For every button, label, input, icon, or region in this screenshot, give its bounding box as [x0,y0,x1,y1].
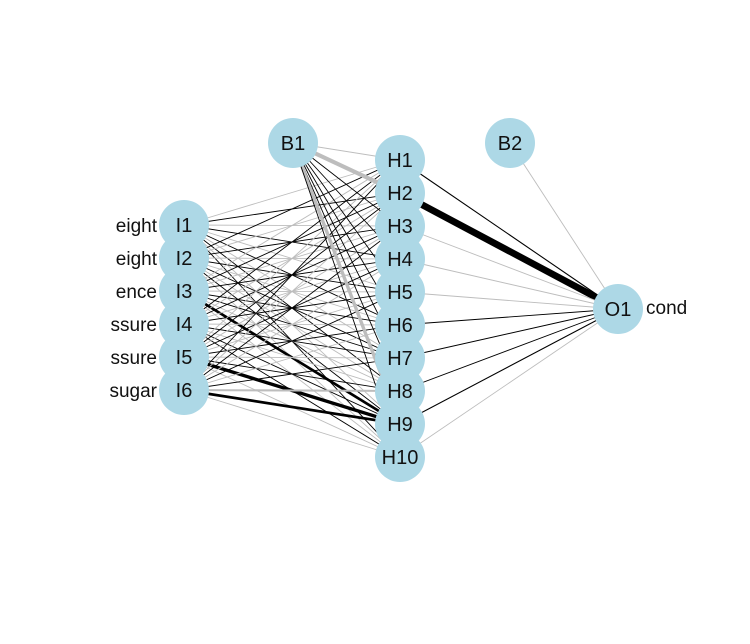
input-variable-label: ssure [111,348,157,369]
edge-I6-H7 [183,357,401,391]
node-b1-label: B1 [281,133,305,155]
node-b2: B2 [485,118,535,168]
node-o1-label: O1 [605,299,632,321]
node-i4-label: I4 [176,314,193,336]
node-h5-label: H5 [387,282,413,304]
edge-I3-H1 [183,159,401,292]
label-clip-mask [0,190,104,420]
edge-H8-O1 [399,308,619,392]
node-h2-label: H2 [387,183,413,205]
edge-H2-O1 [396,189,622,313]
node-h7-label: H7 [387,348,413,370]
input-variable-label: ence [116,282,157,303]
edge-I6-H8 [182,388,402,393]
edge-I6-H4 [183,258,401,391]
node-h3-label: H3 [387,216,413,238]
edge-I6-H1 [183,159,401,391]
node-i6: I6 [159,365,209,415]
node-h6-label: H6 [387,315,413,337]
node-h10: H10 [375,432,425,482]
node-h8-label: H8 [387,381,413,403]
node-i6-circle [159,365,209,415]
node-h10-circle [375,432,425,482]
node-i2-label: I2 [176,248,193,270]
edge-I6-H3 [183,225,401,391]
edge-H4-O1 [399,258,619,310]
edge-I6-H9 [182,388,402,426]
node-i3-label: I3 [176,281,193,303]
edge-B2-O1 [509,142,619,310]
node-i6-label: I6 [176,380,193,402]
node-b1: B1 [268,118,318,168]
edge-I2-H1 [183,159,401,259]
edge-H5-O1 [399,291,619,310]
node-h9-label: H9 [387,414,413,436]
edge-H3-O1 [399,225,619,310]
node-h10-label: H10 [382,447,419,469]
input-variable-label: ssure [111,315,157,336]
node-i5-label: I5 [176,347,193,369]
edge-I5-H1 [183,159,401,358]
node-h1-label: H1 [387,150,413,172]
edge-I4-H1 [183,159,401,325]
weight-connections [182,140,622,458]
node-o1-circle [593,284,643,334]
edge-H9-O1 [399,308,619,425]
edge-H7-O1 [399,308,619,359]
input-variable-label: sugar [109,381,157,402]
input-variable-label: eight [116,249,158,270]
edge-I6-H10 [183,389,401,458]
edge-I6-H6 [183,324,401,391]
node-o1: O1 [593,284,643,334]
node-b1-circle [268,118,318,168]
node-i1-label: I1 [176,215,193,237]
edge-H10-O1 [399,308,619,458]
output-variable-label: cond [646,298,687,319]
edge-I6-H2 [183,192,401,391]
node-b2-circle [485,118,535,168]
node-h4-label: H4 [387,249,413,271]
edge-H1-O1 [399,159,619,310]
variable-labels: sugar ssure ssure ence eight eight cond [0,190,687,420]
input-variable-label: eight [116,216,158,237]
edge-I1-H1 [183,159,401,226]
node-b2-label: B2 [498,133,522,155]
edge-H6-O1 [399,308,619,326]
